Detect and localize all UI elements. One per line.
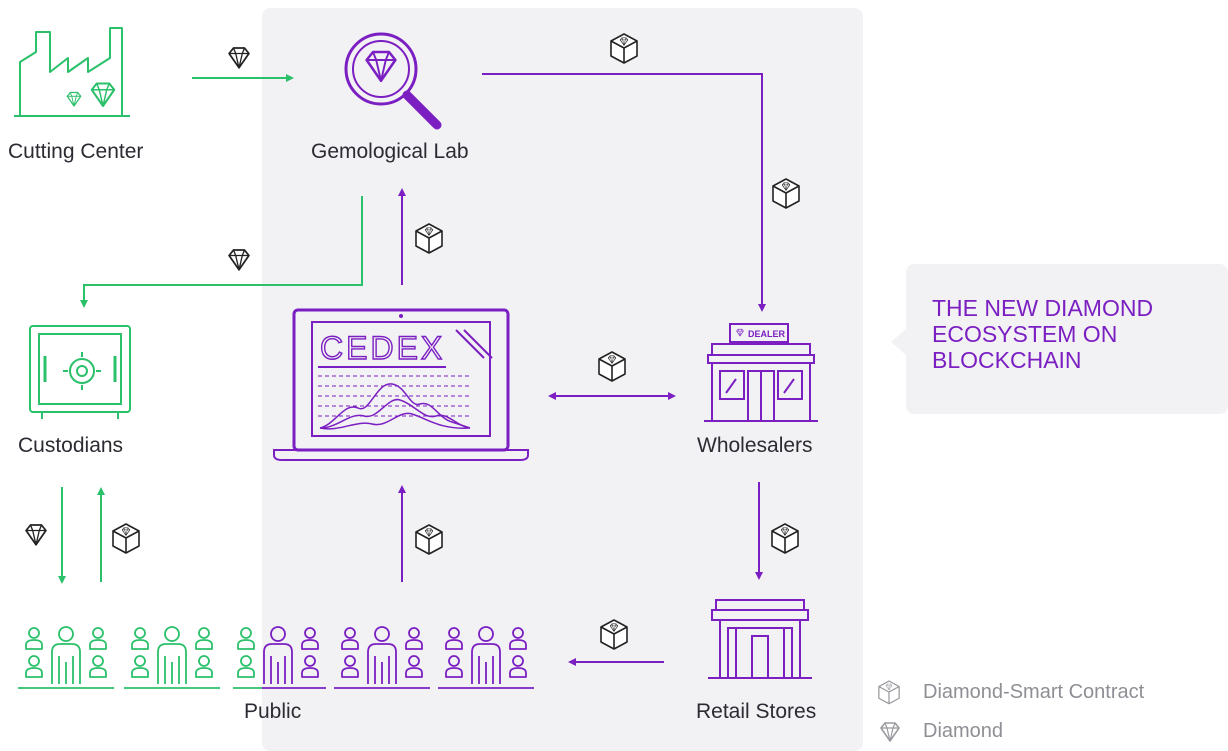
- node-label-wholesalers: Wholesalers: [697, 434, 813, 457]
- public-crowd-green: [18, 627, 220, 688]
- retail-store-icon: [708, 599, 812, 679]
- magnifier-icon: [344, 32, 442, 130]
- factory-icon: [14, 27, 130, 117]
- dealer-sign: DEALER: [748, 329, 786, 339]
- arrow-lab-to-custodians: [80, 196, 363, 308]
- diamond-flow-icon: [228, 249, 250, 271]
- node-label-cutting-center: Cutting Center: [8, 140, 144, 163]
- node-label-gemological-lab: Gemological Lab: [311, 140, 469, 163]
- diamond-flow-icon: [228, 47, 250, 69]
- callout-tail: [891, 328, 907, 356]
- node-label-custodians: Custodians: [18, 434, 124, 457]
- callout-line-1: THE NEW DIAMOND: [932, 295, 1154, 321]
- smart-contract-icon: [599, 352, 625, 381]
- public-crowd-purple: [334, 627, 534, 688]
- legend-diamond-icon: [880, 722, 900, 742]
- smart-contract-icon: [416, 525, 442, 554]
- callout-line-2: ECOSYSTEM ON: [932, 321, 1118, 347]
- smart-contract-icon: [416, 224, 442, 253]
- legend-smart-contract-icon: [879, 681, 899, 704]
- safe-icon: [29, 325, 131, 419]
- legend-label-smart-contract: Diamond-Smart Contract: [923, 681, 1145, 703]
- smart-contract-icon: [601, 620, 627, 649]
- callout-line-3: BLOCKCHAIN: [932, 347, 1082, 373]
- smart-contract-icon: [772, 524, 798, 553]
- smart-contract-icon: [113, 524, 139, 553]
- public-crowd-mixed: [233, 626, 326, 689]
- laptop-icon: [273, 308, 529, 461]
- callout-box: [906, 264, 1228, 414]
- platform-logo: CEDEX: [320, 330, 445, 366]
- store-icon: [704, 323, 818, 422]
- legend-label-diamond: Diamond: [923, 720, 1004, 742]
- diamond-flow-icon: [25, 524, 47, 546]
- arrow-lab-to-wholesalers: [482, 73, 766, 312]
- smart-contract-icon: [611, 34, 637, 63]
- node-label-retail-stores: Retail Stores: [696, 700, 817, 723]
- node-label-public: Public: [244, 700, 302, 723]
- callout-title: THE NEW DIAMOND ECOSYSTEM ON BLOCKCHAIN: [932, 295, 1212, 373]
- smart-contract-icon: [773, 179, 799, 208]
